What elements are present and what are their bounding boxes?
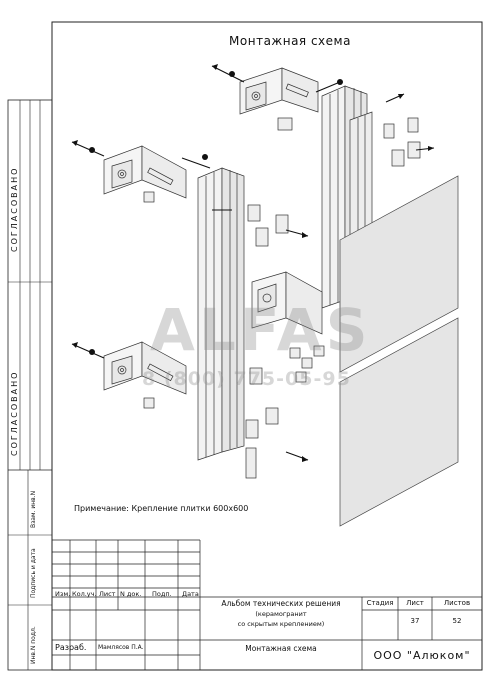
col-kol: Кол.уч. (72, 590, 97, 598)
album-sub2: со скрытым креплением) (237, 620, 325, 628)
agreed-stamp-1: СОГЛАСОВАНО (10, 166, 19, 252)
sheets-total: 52 (452, 617, 462, 625)
drawing-note: Примечание: Крепление плитки 600х600 (74, 504, 249, 513)
col-ndoc: N док. (120, 590, 142, 598)
sheet-header: Лист (406, 599, 424, 607)
inv-replaced-label: Взам. инв.N (30, 490, 37, 528)
sheets-header: Листов (443, 599, 471, 607)
watermark-logo: ALFAS (150, 296, 372, 364)
agreed-stamp-2: СОГЛАСОВАНО (10, 370, 19, 456)
col-data: Дата (182, 590, 199, 598)
watermark-phone: 8 (800) 775-05-95 (142, 368, 351, 390)
sheet-name: Монтажная схема (245, 644, 317, 653)
drawing-title: Монтажная схема (229, 34, 351, 48)
developer-name: Мамлясов П.А. (98, 644, 144, 651)
col-podp: Подп. (152, 590, 172, 598)
inv-orig-label: Инв.N подл. (30, 626, 37, 664)
sheet-number: 37 (410, 617, 420, 625)
developed-label: Разраб. (55, 643, 87, 652)
company-name: ООО "Алюком" (373, 649, 471, 662)
col-izm: Изм. (55, 590, 71, 598)
album-title: Альбом технических решения (221, 599, 341, 608)
stage-header: Стадия (366, 599, 394, 607)
col-list: Лист (99, 590, 116, 598)
album-sub1: (керамогранит (255, 610, 307, 618)
sign-date-label: Подпись и дата (30, 548, 37, 598)
